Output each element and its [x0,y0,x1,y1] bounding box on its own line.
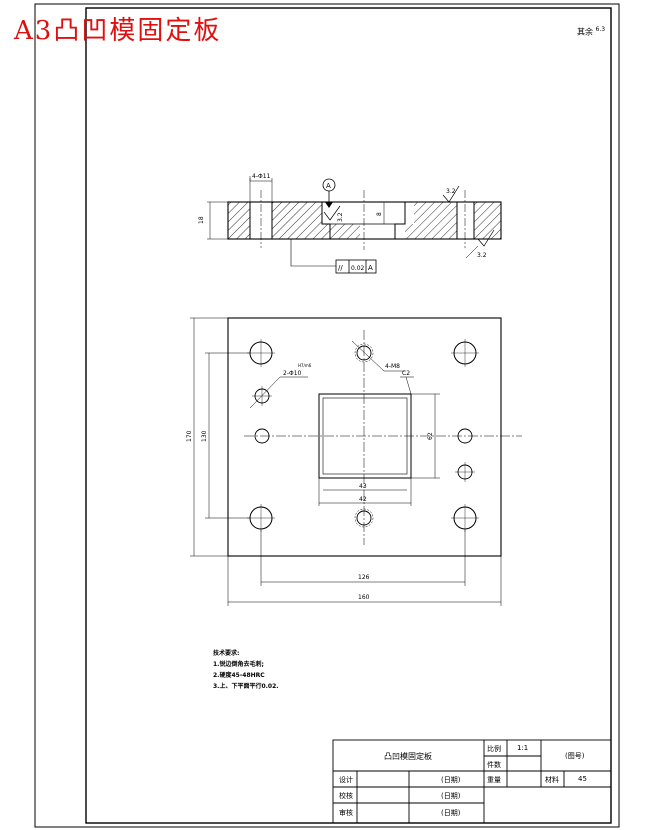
tech-item: 1.锐边倒角去毛刺; [213,661,264,668]
date-placeholder: (日期) [441,776,461,784]
roughness-note-value: 6.3 [595,26,606,33]
pocket-depth-dim-text: 8 [376,212,383,216]
dim-hole-pitch-width: 126 [358,574,370,581]
thickness-dim-text: 18 [198,216,205,224]
designer-label: 设计 [339,776,353,784]
date-placeholder: (日期) [441,792,461,800]
datum-a-label: A [326,182,331,190]
callout-small-holes-fit: H7/m6 [298,363,312,368]
dim-inner-width: 43 [359,483,367,490]
title-block [332,739,612,824]
part-name: 凸凹模固定板 [384,752,432,761]
callout-threaded: 4-M8 [385,363,400,370]
plate-outline [227,317,502,557]
roughness-top-text: 3.2 [446,188,456,195]
roughness-side-text: 3.2 [337,212,344,222]
weight-label: 重量 [487,776,501,784]
date-placeholder: (日期) [441,809,461,817]
tech-item: 2.硬度45-48HRC [213,672,265,679]
holes-callout-text: 4-Φ11 [252,173,271,180]
pocket-outline [318,393,412,479]
callout-corner: C2 [402,370,410,377]
qty-label: 件数 [487,761,501,769]
checker-label: 校核 [339,792,353,800]
dim-pocket-height: 62 [427,432,434,440]
outer-border [34,3,620,828]
scale-value: 1:1 [517,744,529,752]
tolerance-symbol: // [338,264,343,272]
dim-overall-height: 170 [186,430,193,442]
tech-item: 3.上、下平面平行0.02. [213,683,279,690]
dim-pocket-width: 42 [359,496,367,503]
tolerance-datum: A [368,264,373,272]
material-label: 材料 [545,776,559,784]
front-section-view: 4-Φ11 18 8 A 3.2 3.2 3.2 // 0.02 A [198,173,502,274]
inner-border [85,7,612,824]
top-plan-view: 2-Φ10 H7/m6 4-M8 C2 170 130 62 43 42 [186,317,522,606]
dim-overall-width: 160 [358,594,370,601]
approver-label: 审核 [339,809,353,817]
drawing-no: (图号) [565,752,585,760]
tech-heading: 技术要求: [213,650,240,657]
tech-requirements: 技术要求: 1.锐边倒角去毛刺; 2.硬度45-48HRC 3.上、下平面平行0… [213,648,279,692]
dim-hole-pitch-height: 130 [201,430,208,442]
page-title: A3凸凹模固定板 [14,16,222,46]
scale-label: 比例 [487,745,501,753]
callout-small-holes: 2-Φ10 [283,370,302,377]
tolerance-value: 0.02 [351,265,365,272]
roughness-bottom-text: 3.2 [477,252,487,259]
material-value: 45 [578,775,587,783]
roughness-note-label: 其余 [577,27,593,37]
roughness-note: 其余 6.3 [577,26,605,38]
